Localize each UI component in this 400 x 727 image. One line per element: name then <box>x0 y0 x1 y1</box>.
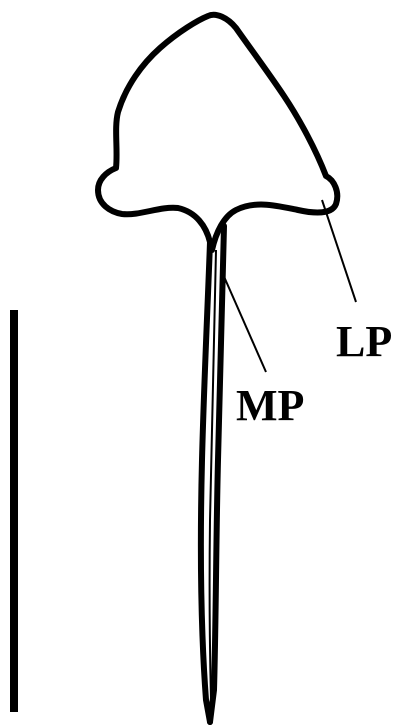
head-outline <box>98 15 337 250</box>
stalk-right-edge <box>210 226 224 722</box>
scale-bar <box>10 310 18 712</box>
stalk-left-edge <box>201 242 210 722</box>
lp-label: LP <box>336 317 392 366</box>
mp-leader-line <box>222 272 266 372</box>
mp-label: MP <box>236 381 304 430</box>
lp-leader-line <box>322 200 356 302</box>
